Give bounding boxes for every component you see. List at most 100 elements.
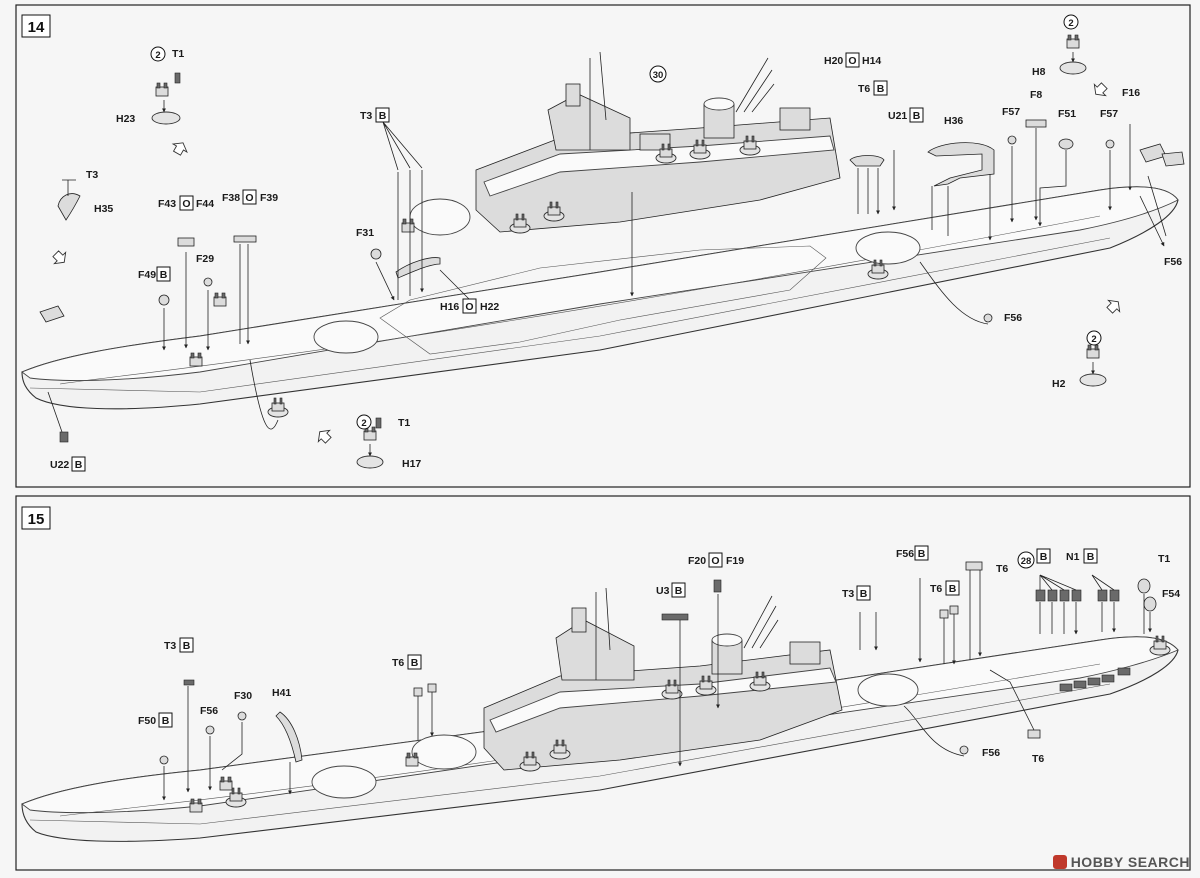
direction-arrow-14c <box>317 429 332 444</box>
callout-box-b: B <box>949 583 957 595</box>
f29-part <box>203 277 213 287</box>
step-14-panel: 14 <box>15 4 1191 488</box>
callout-t1: T1 <box>1158 553 1170 565</box>
leader-lines-14 <box>47 121 1166 433</box>
callout-f30: F30 <box>234 690 252 702</box>
callout-h22: H22 <box>480 301 499 313</box>
part-n1-row <box>1097 589 1120 602</box>
t6-part <box>413 687 423 697</box>
f8-part <box>1025 119 1047 128</box>
callout-box-b: B <box>411 657 419 669</box>
callout-separator: O <box>245 192 253 204</box>
h2-part <box>1079 344 1107 387</box>
callout-f54: F54 <box>1162 588 1180 600</box>
callout-box-b: B <box>160 269 168 281</box>
u3-part <box>661 613 689 621</box>
callout-f31: F31 <box>356 227 374 239</box>
callout-circle: 2 <box>155 50 160 61</box>
callout-f51: F51 <box>1058 108 1076 120</box>
callout-circle: 2 <box>1091 334 1096 345</box>
callout-h23: H23 <box>116 113 135 125</box>
turret-ring-b <box>313 320 379 354</box>
callout-f20: F20 <box>688 555 706 567</box>
callout-h8: H8 <box>1032 66 1046 78</box>
callout-u3: U3 <box>656 585 670 597</box>
callout-circle: 2 <box>1068 18 1073 29</box>
callout-box-b: B <box>675 585 683 597</box>
f20-part <box>713 579 722 593</box>
callout-h2: H2 <box>1052 378 1066 390</box>
direction-arrow-14a <box>171 142 188 156</box>
callout-t3: T3 <box>360 110 372 122</box>
h23-part <box>151 72 181 125</box>
callout-separator: O <box>465 301 473 313</box>
callout-f50: F50 <box>138 715 156 727</box>
h35-part <box>57 179 81 221</box>
callout-f57: F57 <box>1100 108 1118 120</box>
callout-h36: H36 <box>944 115 963 127</box>
callout-f57: F57 <box>1002 106 1020 118</box>
callout-t3: T3 <box>842 588 854 600</box>
callout-t6: T6 <box>930 583 942 595</box>
callout-u21: U21 <box>888 110 907 122</box>
f49-part <box>158 294 170 306</box>
callout-f56: F56 <box>896 548 914 560</box>
callout-t1: T1 <box>398 417 410 429</box>
stern-fitting-a <box>1139 143 1167 163</box>
t6-part <box>427 683 437 693</box>
callout-h17: H17 <box>402 458 421 470</box>
f54-part <box>1137 578 1151 594</box>
callout-box-b: B <box>860 588 868 600</box>
callout-f56: F56 <box>1004 312 1022 324</box>
callout-t3: T3 <box>164 640 176 652</box>
h20-part <box>849 155 885 167</box>
h8-part <box>1059 34 1087 75</box>
h17-part <box>356 417 384 469</box>
callout-box-b: B <box>183 640 191 652</box>
f51-part <box>1058 138 1074 150</box>
f50-part <box>159 755 169 765</box>
callout-box-b: B <box>913 110 921 122</box>
f30-part <box>237 711 247 721</box>
f31-part <box>370 248 382 260</box>
watermark: HOBBY SEARCH <box>1052 854 1190 870</box>
turret-ring-f <box>857 673 919 707</box>
hobby-search-logo-icon <box>1052 855 1067 869</box>
callout-circle: 30 <box>653 70 664 81</box>
callout-f56: F56 <box>1164 256 1182 268</box>
callout-t1: T1 <box>172 48 184 60</box>
t6-part <box>949 605 959 615</box>
callout-t6: T6 <box>1032 753 1044 765</box>
watermark-text: HOBBY SEARCH <box>1070 854 1190 870</box>
bow-fitting <box>39 305 65 323</box>
callout-separator: O <box>711 555 719 567</box>
f38-part <box>233 235 257 243</box>
callout-separator: O <box>848 55 856 67</box>
turret-ring-c <box>855 231 921 265</box>
stern-fitting-b <box>1161 151 1185 167</box>
callout-f39: F39 <box>260 192 278 204</box>
direction-arrow-14e <box>1106 299 1121 314</box>
part-28-row <box>1035 589 1082 602</box>
callout-t6: T6 <box>858 83 870 95</box>
u22-part <box>59 431 69 443</box>
t6-part <box>939 609 949 619</box>
callout-f56: F56 <box>982 747 1000 759</box>
t3-part <box>183 679 195 686</box>
callout-f56: F56 <box>200 705 218 717</box>
callout-h35: H35 <box>94 203 113 215</box>
t6-part <box>965 561 983 571</box>
callout-f49: F49 <box>138 269 156 281</box>
callout-circle: 28 <box>1021 556 1032 567</box>
leader-lines-15 <box>162 570 1150 801</box>
step-number-15: 15 <box>28 511 45 528</box>
callout-box-b: B <box>75 459 83 471</box>
callout-box-b: B <box>1040 551 1048 563</box>
callout-h14: H14 <box>862 55 881 67</box>
callout-f29: F29 <box>196 253 214 265</box>
callout-h20: H20 <box>824 55 843 67</box>
f56-part <box>205 725 215 735</box>
callout-t6: T6 <box>996 563 1008 575</box>
h16-part <box>395 257 441 279</box>
labels-14: 2 T1 H23 T3 H35 F43 O F44 F38 O F39 F31 … <box>50 14 1182 472</box>
